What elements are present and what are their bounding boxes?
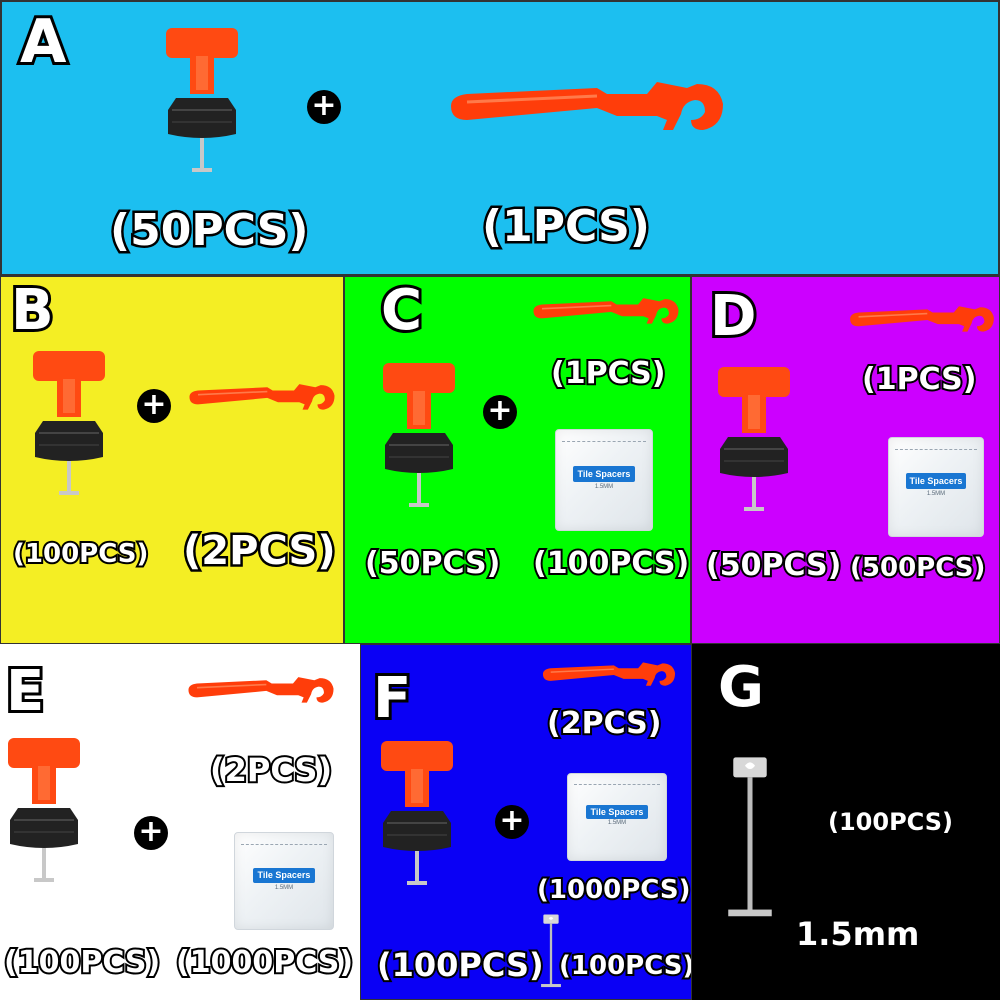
leveler-clip-icon <box>29 349 109 509</box>
panel-letter: C <box>378 278 425 343</box>
panel-a: A + (50PCS) (1PCS) <box>0 0 1000 276</box>
panel-d: D (1PCS) Tile Spacers 1.5MM (50PCS) (500… <box>691 276 1000 644</box>
qty-leveler: (50PCS) <box>108 205 311 256</box>
panel-c: C (1PCS) + Tile Spacers 1.5MM (50PCS) (1… <box>344 276 691 644</box>
wrench-tool-icon <box>186 676 336 708</box>
qty-leveler: (50PCS) <box>363 546 502 581</box>
leveler-clip-icon <box>379 361 459 521</box>
qty-leveler: (50PCS) <box>704 548 843 583</box>
panel-letter: G <box>715 655 767 720</box>
leveler-clip-icon <box>162 26 242 186</box>
panel-f: F (2PCS) + Tile Spacers 1.5MM (1000PCS) … <box>360 644 692 1000</box>
bag-label: Tile Spacers <box>585 804 649 819</box>
wrench-tool-icon <box>447 80 727 140</box>
wrench-tool-icon <box>848 305 996 337</box>
qty-bag: (1000PCS) <box>174 945 355 980</box>
spacer-bag-icon: Tile Spacers 1.5MM <box>555 429 653 531</box>
panel-letter: D <box>707 284 760 349</box>
bag-label: Tile Spacers <box>905 473 967 489</box>
qty-leveler: (100PCS) <box>2 945 162 980</box>
panel-letter: B <box>8 278 57 343</box>
plus-icon: + <box>483 395 517 429</box>
leveler-clip-icon <box>4 736 84 896</box>
qty-wrench: (1PCS) <box>549 356 667 391</box>
bag-sub: 1.5MM <box>274 884 294 891</box>
wrench-tool-icon <box>531 297 681 329</box>
t-pin-icon <box>720 754 780 938</box>
bag-sub: 1.5MM <box>607 820 627 827</box>
pin-size: 1.5mm <box>794 915 921 953</box>
qty-wrench: (2PCS) <box>181 528 339 574</box>
wrench-tool-icon <box>187 383 337 415</box>
plus-icon: + <box>134 816 168 850</box>
qty-leveler: (100PCS) <box>375 946 546 984</box>
panel-g: G (100PCS) 1.5mm <box>692 644 1000 1000</box>
bag-label: Tile Spacers <box>573 466 635 482</box>
qty-pin: (100PCS) <box>557 951 692 981</box>
leveler-clip-icon <box>714 365 794 525</box>
qty-wrench: (2PCS) <box>545 706 663 741</box>
qty-bag: (500PCS) <box>848 553 987 583</box>
plus-icon: + <box>307 90 341 124</box>
spacer-bag-icon: Tile Spacers 1.5MM <box>567 773 667 861</box>
panel-letter: F <box>370 666 414 731</box>
qty-bag: (1000PCS) <box>535 875 691 905</box>
spacer-bag-icon: Tile Spacers 1.5MM <box>888 437 984 537</box>
bag-label: Tile Spacers <box>252 867 316 883</box>
qty-pin: (100PCS) <box>826 808 955 836</box>
bag-sub: 1.5MM <box>594 484 614 490</box>
qty-leveler: (100PCS) <box>11 539 150 569</box>
panel-letter: E <box>3 659 47 724</box>
leveler-clip-icon <box>377 739 457 899</box>
spacer-bag-icon: Tile Spacers 1.5MM <box>234 832 334 930</box>
bag-sub: 1.5MM <box>926 490 946 497</box>
qty-wrench: (2PCS) <box>208 751 334 789</box>
panel-e: E (2PCS) + Tile Spacers 1.5MM (100PCS) (… <box>0 644 360 1000</box>
plus-icon: + <box>137 389 171 423</box>
wrench-tool-icon <box>541 661 677 691</box>
panel-letter: A <box>17 7 69 77</box>
qty-bag: (100PCS) <box>531 546 690 581</box>
qty-wrench: (1PCS) <box>860 362 978 397</box>
qty-wrench: (1PCS) <box>480 201 653 252</box>
panel-b: B + (100PCS) (2PCS) <box>0 276 344 644</box>
plus-icon: + <box>495 805 529 839</box>
